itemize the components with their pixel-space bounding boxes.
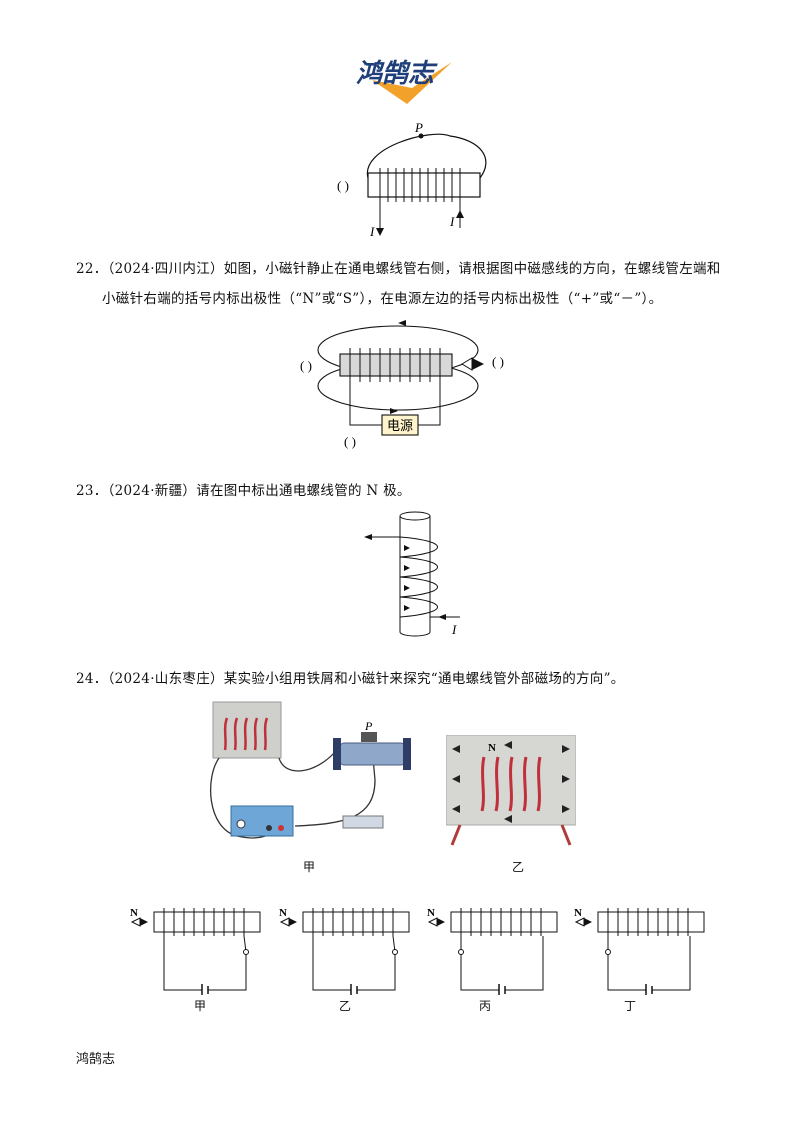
- q23-text: 请在图中标出通电螺线管的 N 极。: [196, 483, 411, 499]
- fig21-i-left: I: [369, 224, 375, 239]
- q23-source: （2024·新疆）: [107, 483, 197, 499]
- q22-line1: 22．（2024·四川内江）如图，小磁针静止在通电螺线管右侧，请根据图中磁感线的…: [76, 258, 736, 280]
- q24-circuit-1-n-label: N: [130, 907, 138, 919]
- q24-circuit-caption-4: 丁: [623, 999, 636, 1013]
- q24-photo-n-label: N: [488, 742, 496, 754]
- q24-circuit-1: N: [130, 907, 261, 995]
- fig21-i-right: I: [449, 214, 455, 229]
- q24-number: 24．: [76, 671, 108, 687]
- q22-source: （2024·四川内江）: [107, 261, 224, 277]
- q24-source: （2024·山东枣庄）: [107, 671, 224, 687]
- question-22: 22．（2024·四川内江）如图，小磁针静止在通电螺线管右侧，请根据图中磁感线的…: [76, 258, 736, 310]
- q22-power-label: 电源: [387, 418, 413, 433]
- q23-i-label: I: [451, 622, 457, 637]
- header-logo: 鸿鹄志: [352, 52, 467, 110]
- question-23: 23．（2024·新疆）请在图中标出通电螺线管的 N 极。: [76, 480, 736, 502]
- q24-circuit-4: N: [574, 907, 705, 995]
- q24-circuit-caption-2: 乙: [338, 999, 351, 1013]
- q24-circuit-4-n-label: N: [574, 907, 582, 919]
- q24-circuit-caption-3: 丙: [478, 999, 491, 1013]
- fig21-p-label: P: [414, 120, 423, 135]
- q24-circuit-3-n-label: N: [427, 907, 435, 919]
- page-footer: 鸿鹄志: [76, 1052, 116, 1067]
- q24-circuit-2-n-label: N: [279, 907, 287, 919]
- q22-text-line1: 如图，小磁针静止在通电螺线管右侧，请根据图中磁感线的方向，在螺线管左端和: [223, 261, 721, 277]
- figure-22-solenoid-compass: 电源 ( ) ( ) ( ): [300, 320, 504, 449]
- q22-bracket-right: ( ): [492, 354, 504, 369]
- q22-bracket-left: ( ): [300, 358, 312, 373]
- q22-bracket-bottom: ( ): [344, 434, 356, 449]
- q24-photo-apparatus: P: [210, 701, 411, 839]
- q24-circuit-caption-1: 甲: [193, 999, 206, 1013]
- q24-text: 某实验小组用铁屑和小磁针来探究“通电螺线管外部磁场的方向”。: [223, 671, 625, 687]
- q23-number: 23．: [76, 483, 108, 499]
- q24-photo-iron-filings: N: [446, 735, 576, 846]
- q24-photo-p-label: P: [364, 719, 373, 733]
- logo-check-shape: [372, 62, 452, 104]
- q22-text-line2: 小磁针右端的括号内标出极性（“N”或“S”），在电源左边的括号内标出极性（“+”…: [102, 291, 663, 307]
- question-24: 24．（2024·山东枣庄）某实验小组用铁屑和小磁针来探究“通电螺线管外部磁场的…: [76, 668, 736, 690]
- q24-circuit-2: N: [279, 907, 410, 995]
- q22-line2: 小磁针右端的括号内标出极性（“N”或“S”），在电源左边的括号内标出极性（“+”…: [76, 288, 736, 310]
- logo-mark: 鸿鹄志: [356, 59, 452, 104]
- logo-text: 鸿鹄志: [356, 59, 438, 89]
- q24-circuit-3: N: [427, 907, 558, 995]
- q22-number: 22．: [76, 261, 108, 277]
- q24-photo-caption-2: 乙: [511, 860, 524, 874]
- figure-21-solenoid: P ( ) I I: [337, 120, 487, 239]
- fig21-bracket: ( ): [337, 178, 349, 193]
- q24-photo-caption-1: 甲: [302, 860, 315, 874]
- figure-23-vertical-solenoid: I: [364, 511, 460, 637]
